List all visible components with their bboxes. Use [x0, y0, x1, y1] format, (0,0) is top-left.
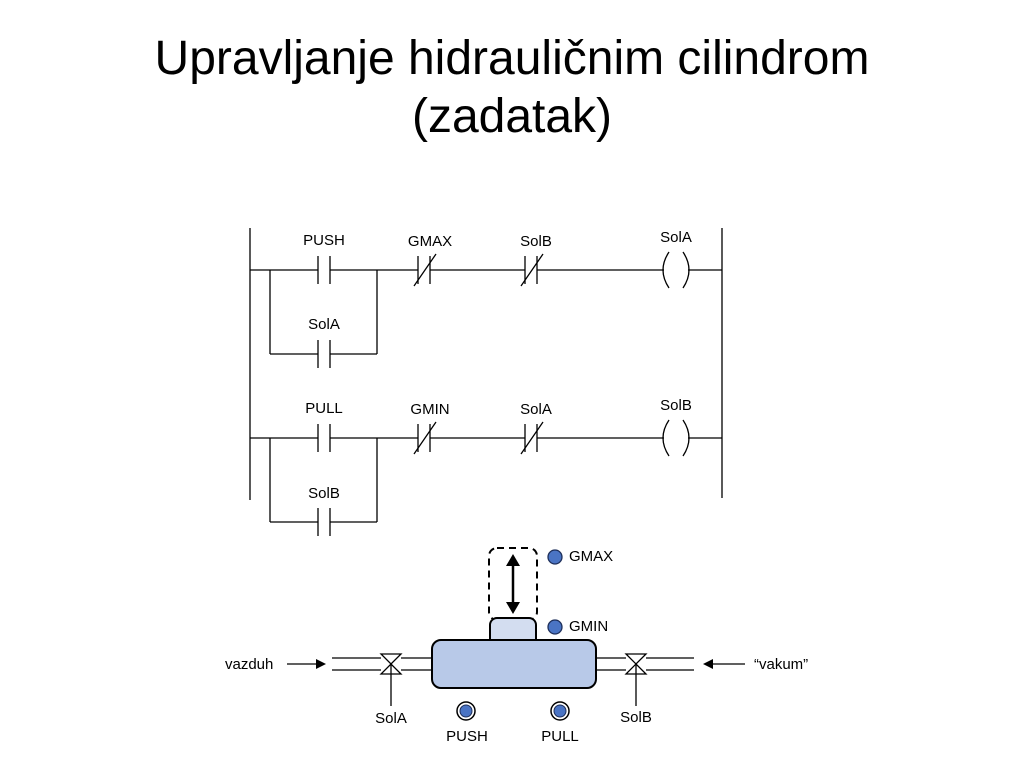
valve-right-icon [624, 653, 648, 706]
inlet-left-label: vazduh [225, 656, 273, 673]
contact-solb-label: SolB [520, 233, 552, 250]
title-line-2: (zadatak) [411, 90, 613, 143]
piston-travel-box [488, 547, 538, 621]
seal-in-solb-label: SolB [308, 485, 340, 502]
title-line-1: Upravljanje hidrauličnim cilindrom [154, 32, 870, 85]
cylinder-body [431, 639, 597, 689]
contact-push-label: PUSH [303, 232, 345, 249]
inlet-right-arrow-icon [703, 659, 745, 669]
sensor-gmax-icon [547, 549, 563, 565]
valve-left-icon [379, 653, 403, 706]
contact-sola-label: SolA [520, 401, 552, 418]
inlet-left-arrow-icon [287, 659, 326, 669]
double-arrow-icon [506, 554, 520, 614]
coil-sola-label: SolA [660, 229, 692, 246]
rung-2 [250, 419, 722, 536]
pull-button-label: PULL [541, 728, 579, 745]
sensor-gmin-label: GMIN [569, 618, 608, 635]
pull-button-icon [550, 701, 570, 721]
page-title: Upravljanje hidrauličnim cilindrom (zada… [0, 30, 1024, 146]
sensor-gmin-icon [547, 619, 563, 635]
seal-in-sola-label: SolA [308, 316, 340, 333]
sensor-gmax-label: GMAX [569, 548, 613, 565]
coil-solb-label: SolB [660, 397, 692, 414]
rung-1 [250, 251, 722, 368]
contact-gmin-label: GMIN [410, 401, 449, 418]
push-button-icon [456, 701, 476, 721]
inlet-right-label: “vakum” [754, 656, 808, 673]
contact-gmax-label: GMAX [408, 233, 452, 250]
cylinder-system [287, 547, 745, 721]
valve-left-label: SolA [375, 710, 407, 727]
push-button-label: PUSH [446, 728, 488, 745]
valve-right-label: SolB [620, 709, 652, 726]
contact-pull-label: PULL [305, 400, 343, 417]
